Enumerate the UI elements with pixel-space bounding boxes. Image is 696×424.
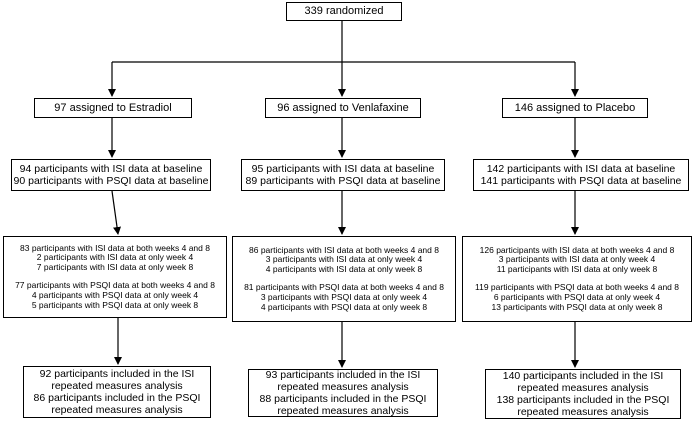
venlafaxine-followup-box: 86 participants with ISI data at both we… — [232, 236, 456, 322]
venlafaxine-baseline-isi: 95 participants with ISI data at baselin… — [251, 162, 435, 175]
estradiol-assigned-box: 97 assigned to Estradiol — [34, 98, 192, 118]
placebo-isi-week8: 11 participants with ISI data at only we… — [496, 264, 658, 275]
estradiol-isi-both: 83 participants with ISI data at both we… — [20, 242, 210, 253]
estradiol-analysis-psqi: 86 participants included in the PSQI — [33, 392, 201, 404]
venlafaxine-analysis-psqi: 88 participants included in the PSQI — [259, 393, 427, 405]
venlafaxine-analysis-psqi-sub: repeated measures analysis — [277, 405, 409, 418]
estradiol-baseline-psqi: 90 participants with PSQI data at baseli… — [13, 175, 209, 187]
venlafaxine-baseline-box: 95 participants with ISI data at baselin… — [241, 159, 445, 191]
estradiol-isi-week4: 2 participants with ISI data at only wee… — [36, 252, 194, 263]
estradiol-psqi-week8: 5 participants with PSQI data at only we… — [31, 299, 199, 310]
placebo-isi-week4: 3 participants with ISI data at only wee… — [498, 254, 656, 265]
placebo-baseline-box: 142 participants with ISI data at baseli… — [473, 159, 689, 191]
placebo-psqi-week8: 13 participants with PSQI data at only w… — [491, 301, 663, 312]
arrow-estradiol-followup — [111, 190, 121, 235]
venlafaxine-isi-week4: 3 participants with ISI data at only wee… — [265, 254, 423, 265]
placebo-assigned-label: 146 assigned to Placebo — [514, 101, 636, 114]
venlafaxine-psqi-week8: 4 participants with PSQI data at only we… — [260, 301, 428, 312]
venlafaxine-analysis-box: 93 participants included in the ISI repe… — [248, 369, 438, 417]
placebo-baseline-psqi: 141 participants with PSQI data at basel… — [480, 175, 682, 187]
venlafaxine-psqi-both: 81 participants with PSQI data at both w… — [244, 282, 444, 292]
estradiol-baseline-box: 94 participants with ISI data at baselin… — [11, 159, 211, 191]
placebo-psqi-both: 119 participants with PSQI data at both … — [475, 282, 679, 292]
estradiol-analysis-isi-sub: repeated measures analysis — [51, 379, 183, 392]
placebo-analysis-isi-sub: repeated measures analysis — [517, 381, 649, 394]
placebo-baseline-isi: 142 participants with ISI data at baseli… — [486, 162, 676, 175]
estradiol-followup-box: 83 participants with ISI data at both we… — [3, 236, 227, 318]
venlafaxine-assigned-box: 96 assigned to Venlafaxine — [265, 98, 421, 118]
venlafaxine-isi-week8: 4 participants with ISI data at only wee… — [265, 264, 423, 275]
estradiol-analysis-psqi-sub: repeated measures analysis — [51, 404, 183, 417]
venlafaxine-isi-both: 86 participants with ISI data at both we… — [249, 244, 439, 255]
estradiol-baseline-isi: 94 participants with ISI data at baselin… — [19, 162, 203, 175]
placebo-analysis-box: 140 participants included in the ISI rep… — [485, 369, 681, 419]
venlafaxine-baseline-psqi: 89 participants with PSQI data at baseli… — [245, 175, 441, 187]
estradiol-analysis-isi: 92 participants included in the ISI — [39, 367, 195, 380]
placebo-assigned-box: 146 assigned to Placebo — [502, 98, 648, 118]
estradiol-psqi-week4: 4 participants with PSQI data at only we… — [31, 289, 199, 300]
estradiol-isi-week8: 7 participants with ISI data at only wee… — [36, 262, 194, 273]
placebo-analysis-psqi: 138 participants included in the PSQI — [496, 394, 670, 406]
randomized-box: 339 randomized — [286, 2, 402, 21]
estradiol-psqi-both: 77 participants with PSQI data at both w… — [15, 280, 215, 290]
placebo-analysis-psqi-sub: repeated measures analysis — [517, 406, 649, 419]
randomized-label: 339 randomized — [304, 5, 384, 18]
estradiol-analysis-box: 92 participants included in the ISI repe… — [23, 366, 211, 418]
venlafaxine-analysis-isi: 93 participants included in the ISI — [265, 368, 421, 381]
venlafaxine-analysis-isi-sub: repeated measures analysis — [277, 380, 409, 393]
placebo-psqi-week4: 6 participants with PSQI data at only we… — [493, 291, 661, 302]
placebo-analysis-isi: 140 participants included in the ISI — [502, 369, 664, 382]
placebo-isi-both: 126 participants with ISI data at both w… — [479, 244, 675, 255]
placebo-followup-box: 126 participants with ISI data at both w… — [462, 236, 692, 322]
estradiol-assigned-label: 97 assigned to Estradiol — [54, 101, 172, 114]
venlafaxine-psqi-week4: 3 participants with PSQI data at only we… — [260, 291, 428, 302]
venlafaxine-assigned-label: 96 assigned to Venlafaxine — [277, 101, 409, 114]
